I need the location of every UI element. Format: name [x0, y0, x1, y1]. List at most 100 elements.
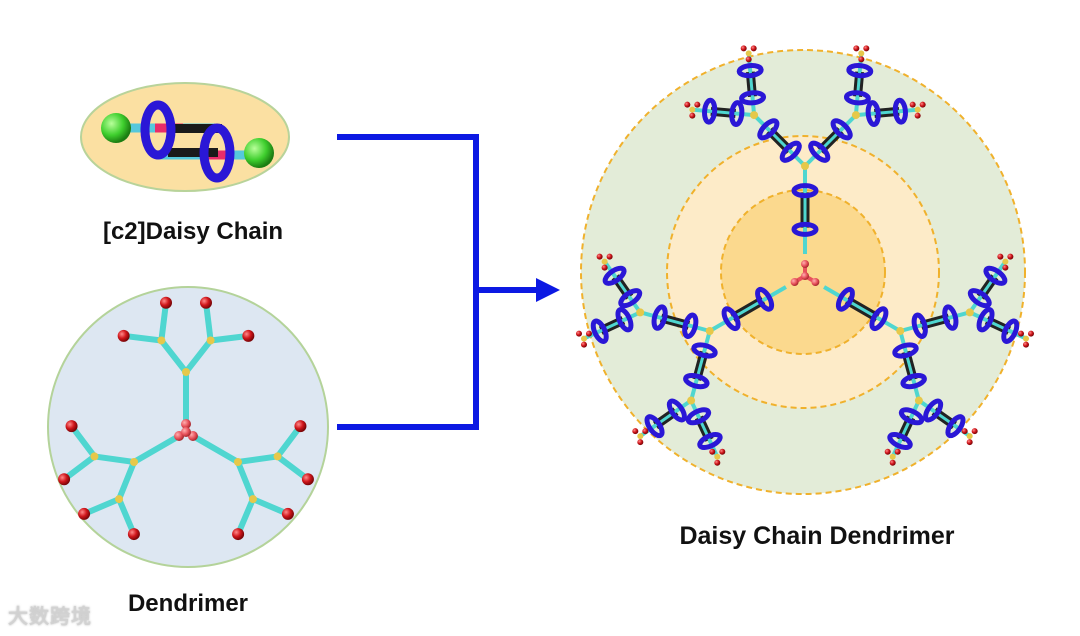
stopper-sphere: [101, 113, 131, 143]
branch-node: [182, 368, 190, 376]
branch-node: [687, 396, 696, 405]
branch-node: [130, 458, 139, 466]
dendrimer-molecule: [58, 296, 314, 541]
end-group-sphere: [281, 507, 294, 520]
macrocycle-ring: [697, 432, 723, 450]
bond: [183, 337, 214, 375]
macrocycle-ring: [651, 304, 668, 331]
core-atom: [181, 427, 191, 437]
end-group-sphere: [684, 101, 691, 108]
end-group-sphere: [919, 101, 926, 108]
bond: [639, 310, 711, 333]
end-group-sphere: [232, 528, 245, 541]
branch-node: [966, 433, 973, 440]
axle: [847, 296, 880, 317]
macrocycle-ring: [736, 63, 764, 79]
end-group-sphere: [78, 507, 91, 520]
bond: [274, 453, 311, 483]
bond: [158, 337, 189, 375]
end-group-sphere: [884, 448, 891, 455]
branch-node: [801, 162, 809, 170]
end-group-sphere: [65, 420, 78, 433]
macrocycle-ring: [967, 288, 992, 309]
branch-node: [248, 495, 257, 504]
bond: [803, 113, 858, 168]
end-group-sphere: [961, 428, 968, 435]
daisy-chain-dendrimer-label: Daisy Chain Dendrimer: [679, 522, 955, 550]
daisy-chain-label: [c2]Daisy Chain: [102, 218, 284, 245]
bond: [234, 453, 281, 465]
end-group-sphere: [894, 448, 901, 455]
branch-node: [689, 106, 696, 113]
branch-node: [1002, 258, 1009, 265]
branch-node: [90, 452, 99, 461]
macrocycle-ring: [942, 304, 959, 331]
bond: [61, 453, 98, 483]
dendrimer-panel: [47, 286, 329, 568]
end-group-sphere: [709, 448, 716, 455]
branch-node: [273, 452, 282, 461]
macrocycle-ring: [757, 118, 780, 141]
macrocycle-ring: [779, 140, 802, 163]
end-group-sphere: [580, 341, 587, 348]
macrocycle-ring: [644, 414, 665, 439]
macrocycle-ring: [900, 372, 927, 390]
macrocycle-ring: [685, 407, 712, 426]
bond: [708, 285, 787, 333]
branch-node: [637, 433, 644, 440]
stopper-sphere: [244, 138, 274, 168]
daisy-chain-molecule: [101, 100, 274, 183]
bond: [274, 423, 304, 460]
macrocycle-ring: [615, 307, 634, 333]
end-group-sphere: [242, 329, 255, 342]
macrocycle-ring: [1001, 318, 1020, 344]
branch-node: [851, 111, 860, 120]
macrocycle-ring: [702, 97, 718, 125]
branch-node: [206, 336, 215, 345]
arrowhead: [536, 278, 560, 302]
macrocycle-ring: [590, 318, 609, 344]
end-group-sphere: [997, 253, 1004, 260]
daisy-chain-ellipse: [80, 82, 290, 192]
macrocycle-ring: [869, 306, 889, 332]
end-group-sphere: [294, 420, 307, 433]
end-group-sphere: [642, 428, 649, 435]
macrocycle-ring: [911, 312, 928, 339]
bond: [202, 299, 214, 344]
macrocycle-ring: [830, 118, 853, 141]
product-panel: [575, 45, 1035, 495]
macrocycle-ring: [892, 342, 919, 359]
bond: [207, 332, 252, 344]
bond: [116, 459, 138, 503]
bond: [898, 330, 921, 402]
end-group-sphere: [601, 264, 608, 271]
end-group-sphere: [1023, 341, 1030, 348]
macrocycle-ring: [739, 90, 767, 106]
end-group-sphere: [637, 439, 644, 446]
branch-node: [745, 50, 752, 57]
macrocycle-ring: [791, 221, 819, 237]
end-group-sphere: [606, 253, 613, 260]
branch-node: [714, 453, 721, 460]
macrocycle-ring: [199, 123, 235, 183]
branch-node: [914, 396, 923, 405]
macrocycle-ring: [898, 407, 925, 426]
macrocycle-ring: [892, 97, 908, 125]
end-group-sphere: [694, 101, 701, 108]
end-group-sphere: [1007, 253, 1014, 260]
end-group-sphere: [1018, 330, 1025, 337]
end-group-sphere: [1028, 330, 1035, 337]
bond: [752, 113, 807, 168]
core-atom: [811, 278, 820, 286]
macrocycle-ring: [602, 265, 627, 286]
macrocycle-ring: [808, 140, 831, 163]
bond: [91, 453, 138, 465]
end-group-sphere: [858, 56, 865, 63]
core-atom: [790, 278, 799, 286]
end-group-sphere: [301, 473, 314, 486]
end-group-sphere: [160, 296, 173, 309]
end-group-sphere: [199, 296, 212, 309]
watermark-text: 大数跨境: [8, 604, 92, 628]
bond: [823, 285, 902, 333]
